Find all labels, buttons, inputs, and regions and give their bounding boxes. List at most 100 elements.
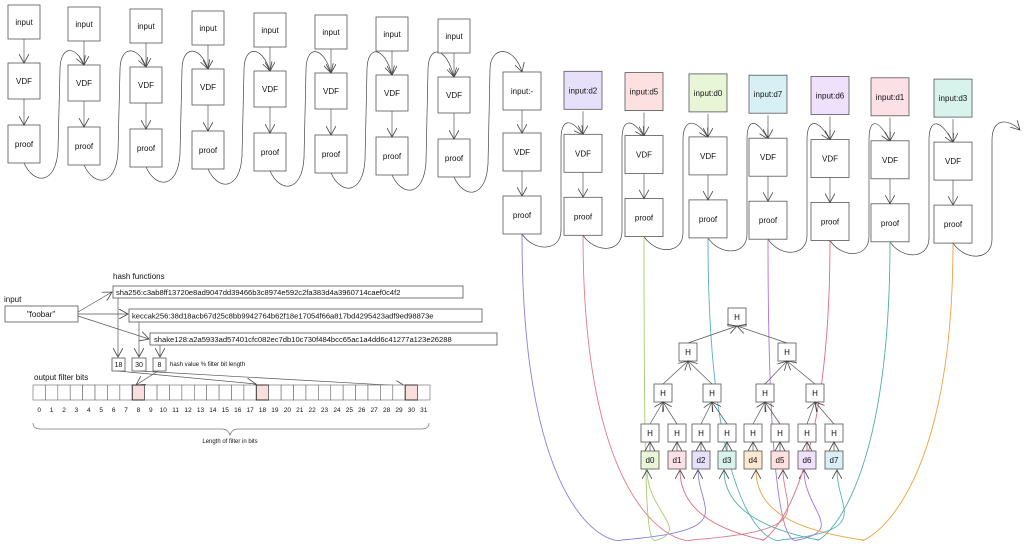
bottom-vdf-5-box (810, 139, 850, 178)
bit-index-30: 30 (408, 407, 416, 414)
hash-node-l3-1-label: H (674, 429, 680, 438)
top-input-1-label: input (75, 20, 93, 29)
top-proof-7-box (437, 138, 471, 178)
hash-node-l3-4-label: H (750, 429, 756, 438)
bit-index-12: 12 (184, 407, 192, 414)
hash-node-l0-0-label: H (734, 313, 740, 322)
top-input-6-box (375, 16, 409, 52)
chain-link-bottom-1 (582, 122, 644, 249)
length-brace (32, 422, 430, 437)
bit-index-28: 28 (383, 407, 391, 414)
chain-link-bottom-3 (707, 123, 768, 252)
bottom-input-4-box (748, 74, 788, 114)
filter-bit-23 (318, 384, 332, 401)
top-vdf-7-box (437, 76, 471, 114)
filter-bit-16 (231, 384, 245, 401)
top-vdf-5-box (314, 72, 348, 110)
proof-to-leaf-link-0 (521, 233, 706, 541)
bottom-input-5-label: input:d6 (816, 92, 845, 101)
filter-bit-6 (107, 384, 121, 401)
top-proof-1-label: proof (75, 142, 94, 151)
chain-link-bottom-7 (952, 122, 1020, 257)
top-input-7-box (437, 18, 471, 54)
filter-bit-22 (305, 384, 319, 401)
bit-index-31: 31 (420, 407, 428, 414)
top-proof-3-label: proof (199, 146, 218, 155)
leaf-1-label: d1 (673, 456, 682, 465)
proof-to-leaf-link-2 (644, 236, 670, 541)
bottom-vdf-6-box (870, 140, 910, 180)
top-input-5-label: input (322, 28, 340, 37)
bit-index-16: 16 (234, 407, 242, 414)
filter-bit-10 (156, 384, 170, 401)
hash-keccak256: keccak256:38d18acb67d25c8bb9942764b62f18… (132, 312, 434, 321)
top-proof-0-label: proof (15, 140, 34, 149)
top-input-7-label: input (445, 32, 463, 41)
filter-bit-9 (144, 384, 158, 401)
top-vdf-1-label: VDF (76, 79, 92, 88)
bottom-input-1-label: input:d2 (569, 86, 598, 95)
top-vdf-6-box (375, 74, 409, 112)
leaf-0-label: d0 (646, 456, 655, 465)
leaf-7-label: d7 (830, 456, 839, 465)
bit-index-17: 17 (246, 407, 254, 414)
top-proof-4-label: proof (261, 148, 280, 157)
bit-index-18: 18 (259, 407, 267, 414)
chain-link-top-7 (453, 51, 522, 193)
hash-node-l3-0-label: H (647, 429, 653, 438)
hash-node-l1-1-label: H (784, 348, 790, 357)
mod-label: hash value % filter bit length (170, 362, 245, 368)
hash-box-keccak256 (128, 308, 483, 323)
filter-bit-20 (280, 384, 294, 401)
chain-link-top-4 (269, 51, 331, 187)
leaf-6-label: d6 (803, 456, 812, 465)
chain-link-bottom-4 (767, 123, 830, 253)
top-input-4-label: input (261, 26, 279, 35)
bloom-input-label: input (4, 295, 22, 304)
filter-bit-21 (293, 384, 307, 401)
proof-to-leaf-link-6 (724, 241, 891, 541)
bit-index-2: 2 (62, 407, 66, 414)
filter-bit-11 (169, 384, 183, 401)
hash-node-l3-7-label: H (831, 429, 837, 438)
chain-link-bottom-5 (829, 123, 890, 254)
bit-index-15: 15 (222, 407, 230, 414)
bottom-proof-1-label: proof (574, 212, 593, 221)
filter-bit-25 (342, 384, 356, 401)
leaf-3-label: d3 (723, 456, 732, 465)
filter-bit-14 (206, 384, 220, 401)
hash-node-l3-6-label: H (804, 429, 810, 438)
filter-bit-15 (218, 384, 232, 401)
top-vdf-4-box (253, 70, 287, 108)
bottom-input-6-label: input:d1 (876, 93, 905, 102)
top-input-5-box (314, 14, 348, 50)
top-input-4-box (253, 12, 287, 48)
filter-bit-13 (193, 384, 207, 401)
filter-bit-29 (392, 384, 406, 401)
leaf-4-label: d4 (749, 456, 758, 465)
bottom-vdf-2-label: VDF (636, 151, 652, 160)
top-input-2-label: input (137, 22, 155, 31)
bit-index-3: 3 (75, 407, 79, 414)
bottom-input-1-box (563, 70, 603, 110)
bottom-vdf-7-label: VDF (945, 157, 961, 166)
chain-link-top-2 (145, 50, 208, 183)
bottom-vdf-3-label: VDF (700, 152, 716, 161)
bottom-input-2-box (624, 72, 664, 111)
bottom-proof-4-box (748, 200, 788, 240)
output-filter-label: output filter bits (34, 373, 88, 382)
hash-node-l3-2-label: H (698, 429, 704, 438)
top-vdf-4-label: VDF (262, 85, 278, 94)
bottom-vdf-0-label: VDF (514, 148, 530, 157)
bottom-vdf-1-label: VDF (575, 149, 591, 158)
hash-node-l2-0-label: H (660, 389, 666, 398)
bottom-proof-5-label: proof (821, 218, 840, 227)
hash-functions-label: hash functions (113, 272, 165, 281)
bloom-input-value: "foobar" (27, 310, 56, 319)
bit-index-4: 4 (87, 407, 91, 414)
bottom-vdf-6-label: VDF (882, 156, 898, 165)
bit-index-20: 20 (284, 407, 292, 414)
chain-link-bottom-6 (889, 123, 953, 256)
